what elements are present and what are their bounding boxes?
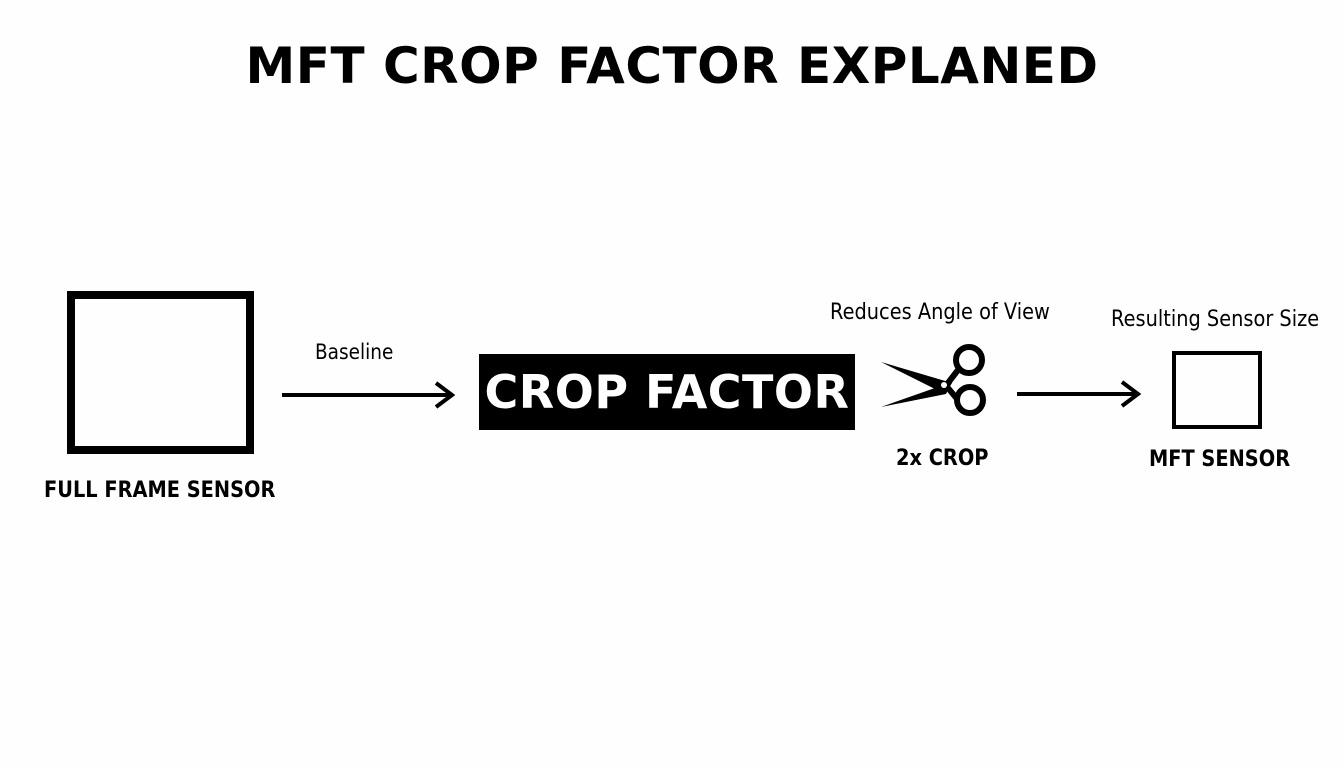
baseline-arrow (282, 381, 456, 409)
two-x-crop-label: 2x CROP (896, 446, 989, 471)
result-arrow (1017, 380, 1142, 408)
reduces-angle-label: Reduces Angle of View (830, 300, 1050, 325)
scissors-icon (881, 344, 986, 416)
resulting-sensor-size-label: Resulting Sensor Size (1111, 307, 1320, 332)
full-frame-sensor-label: FULL FRAME SENSOR (44, 478, 276, 503)
crop-factor-label: CROP FACTOR (484, 365, 850, 419)
mft-sensor-label: MFT SENSOR (1149, 447, 1291, 472)
mft-sensor-box (1172, 351, 1262, 429)
full-frame-sensor-box (67, 291, 254, 454)
crop-factor-box: CROP FACTOR (479, 354, 855, 430)
diagram-title: MFT CROP FACTOR EXPLANED (245, 37, 1099, 95)
baseline-label: Baseline (315, 340, 394, 364)
